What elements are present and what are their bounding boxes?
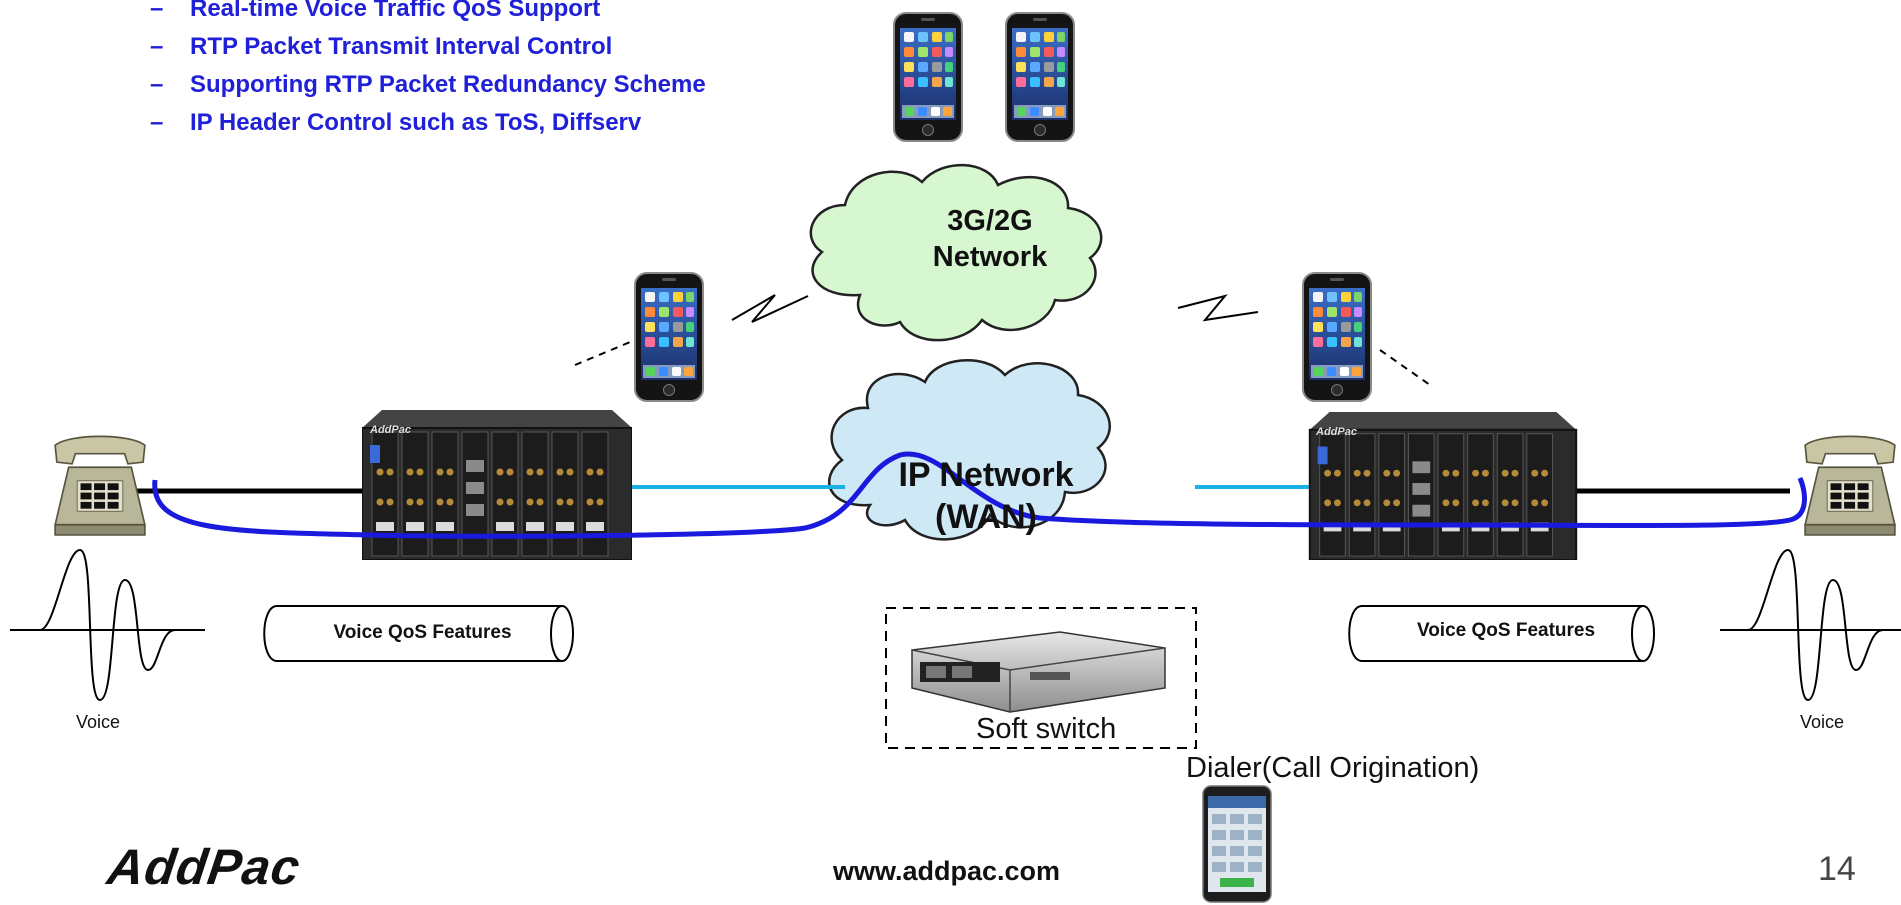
mobile-network-label: 3G/2G Network — [932, 205, 1048, 273]
right-qos-pipe — [1348, 605, 1655, 662]
bullet-item: –Real-time Voice Traffic QoS Support — [150, 0, 601, 22]
ip-network-cloud — [827, 358, 1111, 541]
top-left-smartphone — [893, 12, 963, 142]
left-voice-label: Voice — [76, 712, 121, 732]
ip-network-label: IP Network (WAN) — [898, 456, 1074, 536]
bullet-item: –RTP Packet Transmit Interval Control — [150, 33, 613, 60]
feature-bullet-list: –Real-time Voice Traffic QoS Support –RT… — [150, 0, 706, 142]
left-qos-pipe — [263, 605, 574, 662]
right-desk-telephone — [1804, 435, 1896, 536]
left-gateway-brand: AddPac — [369, 424, 411, 436]
softswitch-frame — [885, 607, 1197, 749]
addpac-logo: AddPac — [104, 839, 305, 895]
left-voice-waveform — [10, 548, 205, 702]
right-smartphone — [1302, 272, 1372, 402]
left-wireless-dash — [574, 339, 636, 366]
left-desk-telephone — [54, 435, 146, 536]
left-qos-label: Voice QoS Features — [333, 622, 512, 643]
voice-path — [152, 451, 1807, 539]
left-wireless-link — [731, 294, 809, 323]
left-smartphone — [634, 272, 704, 402]
softswitch-server — [911, 631, 1166, 713]
right-voice-waveform — [1720, 548, 1901, 702]
dialer-label: Dialer(Call Origination) — [1186, 752, 1480, 784]
bullet-item: –IP Header Control such as ToS, Diffserv — [150, 109, 642, 136]
website-url: www.addpac.com — [833, 856, 1061, 886]
right-gateway-brand: AddPac — [1315, 426, 1357, 438]
right-wireless-dash — [1379, 349, 1431, 386]
right-qos-label: Voice QoS Features — [1416, 620, 1596, 641]
mobile-network-cloud — [809, 163, 1103, 342]
right-wireless-link — [1177, 294, 1259, 322]
dialer-smartphone — [1202, 785, 1272, 903]
right-voice-label: Voice — [1800, 712, 1845, 732]
softswitch-label: Soft switch — [976, 713, 1117, 745]
page-number: 14 — [1818, 850, 1856, 888]
top-right-smartphone — [1005, 12, 1075, 142]
bullet-item: –Supporting RTP Packet Redundancy Scheme — [150, 71, 706, 98]
